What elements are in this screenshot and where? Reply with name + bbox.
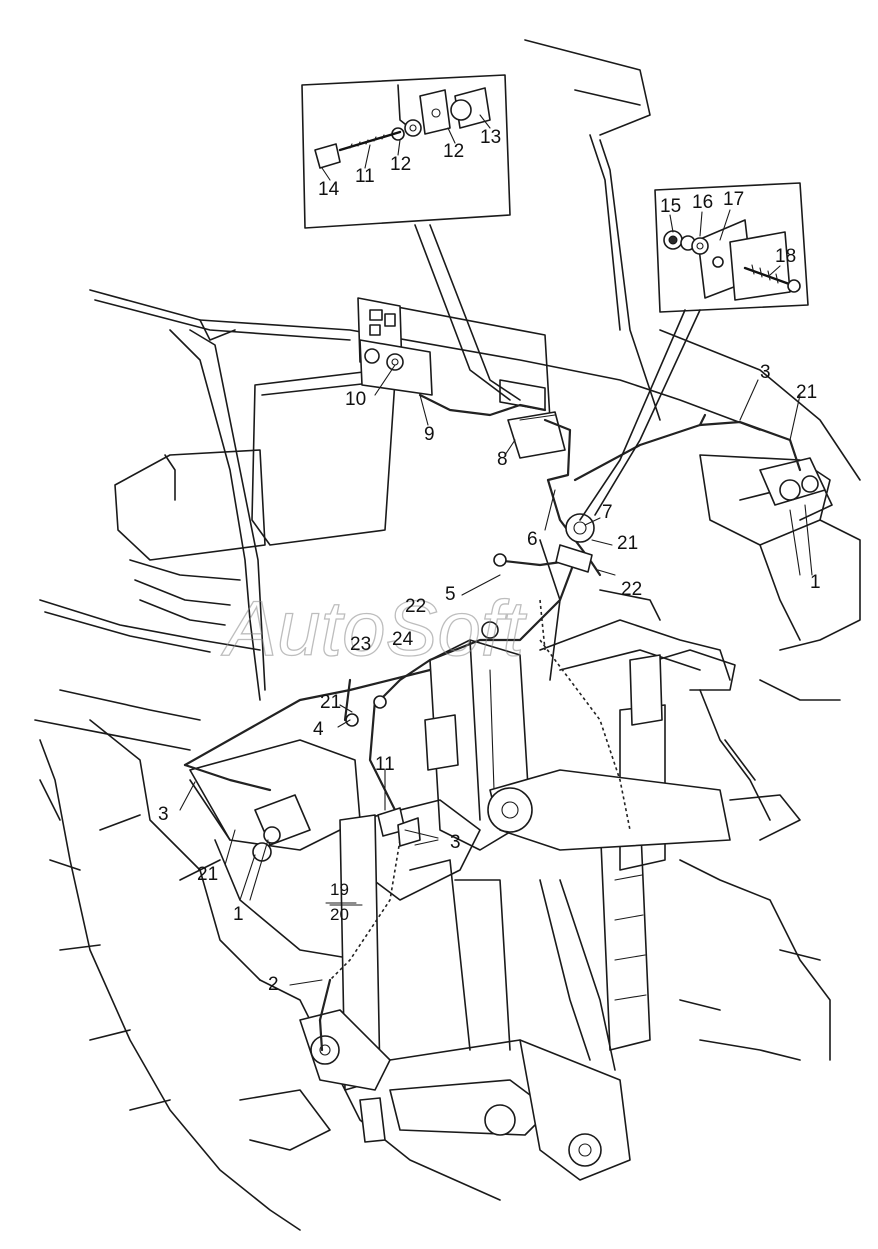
callout-3-center: 3 (450, 832, 461, 853)
inset-callout-13: 13 (480, 127, 501, 148)
callout-3-top: 3 (760, 362, 771, 383)
cab-structure (34, 39, 761, 751)
inset-detail-bolt (301, 74, 521, 401)
inset-detail-bracket (579, 182, 809, 521)
callout-3-left: 3 (158, 804, 169, 825)
callout-21-mid: 21 (617, 533, 638, 554)
callout-23: 23 (350, 634, 371, 655)
callout-4: 4 (313, 719, 324, 740)
callout-21-top: 21 (796, 382, 817, 403)
callout-24: 24 (392, 629, 414, 650)
hydraulic-unit (424, 539, 801, 1051)
inset-callout-18: 18 (775, 246, 796, 267)
callout-11: 11 (375, 754, 395, 775)
callout-9: 9 (424, 424, 435, 445)
callout-20: 20 (330, 905, 349, 924)
inset-callout-17: 17 (723, 189, 744, 210)
lower-links (239, 814, 631, 1181)
watermark: AutoSoft (221, 584, 528, 672)
callout-1-right: 1 (810, 572, 821, 593)
callout-7: 7 (602, 502, 613, 523)
callout-21-bottom: 21 (197, 864, 218, 885)
callout-labels: 1 1 2 3 3 3 4 5 6 7 8 9 10 11 19 20 21 2… (158, 362, 821, 995)
inset-callout-15: 15 (660, 196, 681, 217)
inset-callout-12b: 12 (443, 141, 464, 162)
control-panel (357, 297, 577, 542)
callout-10: 10 (345, 389, 366, 410)
callout-1-left: 1 (233, 904, 244, 925)
leader-lines (179, 364, 813, 986)
right-tire (679, 859, 831, 1061)
callout-5: 5 (445, 584, 456, 605)
inset-callout-11: 11 (355, 166, 375, 187)
callout-19: 19 (330, 880, 349, 899)
callout-2: 2 (268, 974, 279, 995)
callout-8: 8 (497, 449, 508, 470)
callout-22-center: 22 (405, 596, 426, 617)
inset-left-labels: 14 11 12 12 13 (318, 114, 501, 200)
inset-callout-14: 14 (318, 179, 340, 200)
inset-callout-12a: 12 (390, 154, 411, 175)
callout-21-left: 21 (320, 692, 341, 713)
right-fender (573, 329, 861, 701)
wiring-harness (318, 513, 631, 1052)
callout-22-right: 22 (621, 579, 642, 600)
callout-6: 6 (527, 529, 538, 550)
inset-right-labels: 15 16 17 18 (660, 189, 796, 276)
inset-callout-16: 16 (692, 192, 713, 213)
